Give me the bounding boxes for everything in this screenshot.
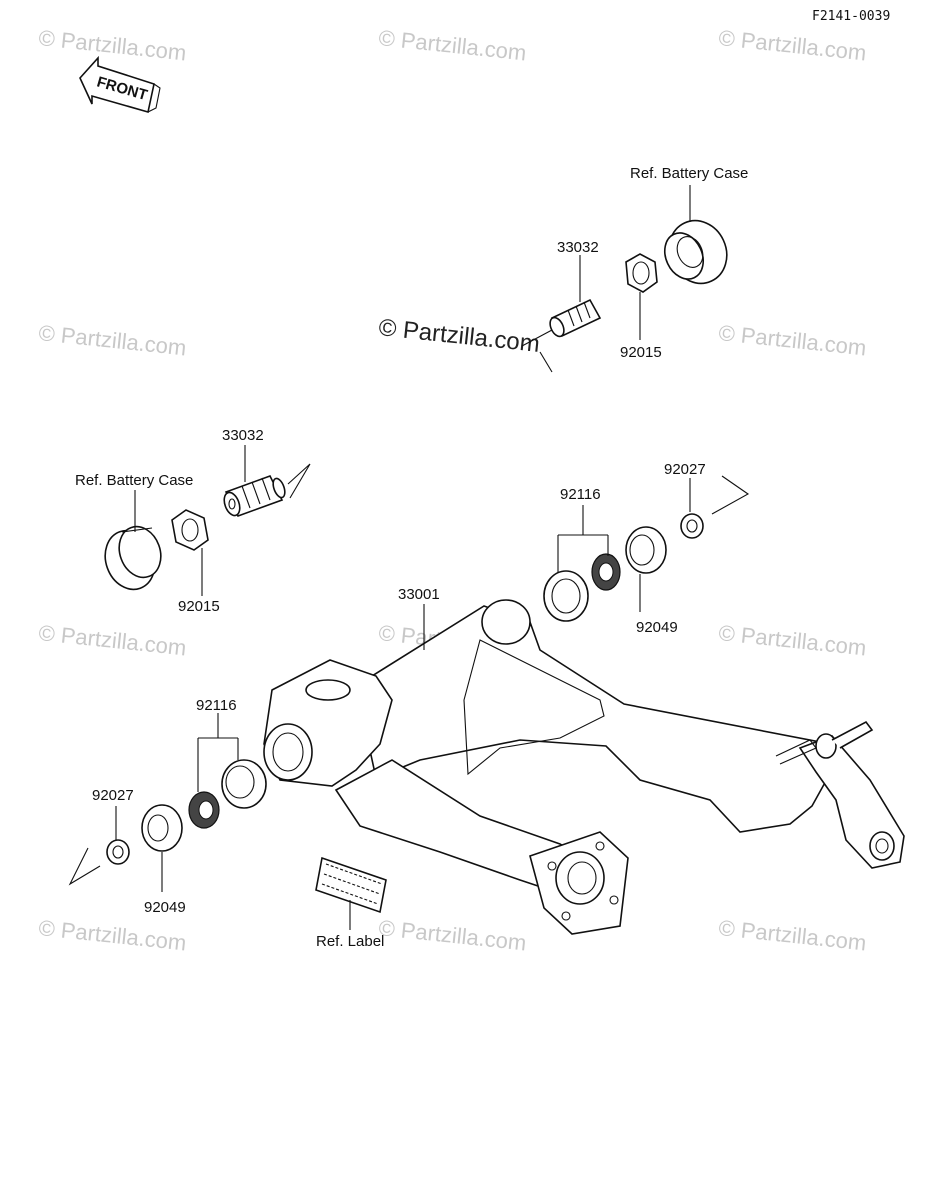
watermark: © Partzilla.com xyxy=(717,620,867,660)
top-pivot-group: Ref. Battery Case 33032 92015 xyxy=(521,165,748,373)
watermark: © Partzilla.com xyxy=(717,320,867,360)
seal-right xyxy=(625,526,667,574)
label-sticker: Ref. Label xyxy=(315,856,387,950)
part-number-label: 33032 xyxy=(222,427,264,444)
battery-case-left xyxy=(104,525,162,591)
diagram-code: F2141-0039 xyxy=(812,9,890,24)
washer-left xyxy=(106,839,130,865)
right-bearing-group: 92116 92049 92027 xyxy=(543,461,750,636)
part-number-label: 92015 xyxy=(178,598,220,615)
left-bearing-group: 92116 92027 92049 xyxy=(68,697,267,916)
part-number-label: 92015 xyxy=(620,344,662,361)
torque-bracket xyxy=(775,720,905,869)
part-number-label: 92049 xyxy=(144,899,186,916)
part-number-label: 92027 xyxy=(92,787,134,804)
bearing-race-left xyxy=(221,759,267,809)
seal-left xyxy=(141,804,183,852)
nut-top xyxy=(625,253,658,293)
needle-bearing-right xyxy=(591,553,621,591)
ref-battery-case-label: Ref. Battery Case xyxy=(630,165,748,182)
watermark: © Partzilla.com xyxy=(37,620,187,660)
needle-bearing-left xyxy=(188,791,220,829)
part-number-label: 92116 xyxy=(560,486,601,503)
watermark: © Partzilla.com xyxy=(717,25,867,65)
battery-case-top xyxy=(663,219,728,285)
ref-label-label: Ref. Label xyxy=(316,933,384,950)
part-number-label: 92116 xyxy=(196,697,237,714)
part-number-label: 33001 xyxy=(398,586,440,603)
part-number-label: 92049 xyxy=(636,619,678,636)
nut-left xyxy=(171,509,209,551)
watermark: © Partzilla.com xyxy=(37,25,187,65)
part-number-label: 92027 xyxy=(664,461,706,478)
left-pivot-group: 33032 Ref. Battery Case 92015 xyxy=(75,427,311,615)
watermark: © Partzilla.com xyxy=(37,915,187,955)
drive-flange xyxy=(529,831,629,935)
watermark: © Partzilla.com xyxy=(377,25,527,65)
sleeve-top xyxy=(521,298,602,373)
sleeve-left xyxy=(223,463,311,517)
bearing-race-right xyxy=(543,570,589,622)
part-number-label: 33032 xyxy=(557,239,599,256)
watermark: © Partzilla.com xyxy=(37,320,187,360)
ref-battery-case-label: Ref. Battery Case xyxy=(75,472,193,489)
washer-right xyxy=(680,513,704,539)
swingarm xyxy=(263,599,905,935)
front-arrow-icon: FRONT xyxy=(79,55,161,114)
watermark: © Partzilla.com xyxy=(717,915,867,955)
watermark-center: © Partzilla.com xyxy=(377,314,541,358)
watermark: © Partzilla.com xyxy=(377,915,527,955)
